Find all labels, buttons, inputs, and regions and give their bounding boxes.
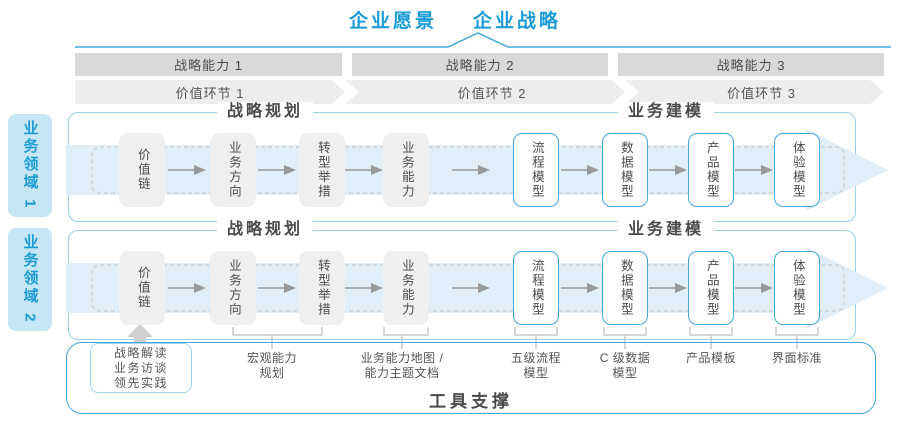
deliverable-line: 产品模板 bbox=[685, 351, 736, 365]
capability-bar-label: 战略能力 3 bbox=[716, 58, 786, 73]
process-box-label: 产品模型 bbox=[704, 259, 719, 317]
step-arrowhead-icon bbox=[478, 283, 490, 293]
process-box: 业务能力 bbox=[383, 133, 429, 207]
dashed-track bbox=[91, 146, 845, 194]
up-arrow-icon bbox=[127, 324, 153, 343]
step-arrowhead-icon bbox=[284, 165, 296, 175]
domain-label-text: 业务领域 2 bbox=[21, 234, 39, 325]
vision-pointer-line bbox=[75, 32, 891, 48]
deliverable-line: 业务能力地图 / bbox=[360, 351, 444, 365]
process-box: 体验模型 bbox=[774, 133, 820, 207]
process-box-label: 流程模型 bbox=[529, 259, 544, 317]
value-link-chevron: 价值环节 3 bbox=[639, 80, 884, 104]
process-box-label: 业务能力 bbox=[399, 259, 414, 317]
title-strategy: 企业战略 bbox=[473, 11, 562, 32]
process-box: 转型举措 bbox=[299, 251, 345, 325]
step-arrowhead-icon bbox=[587, 165, 599, 175]
domain-label-2: 业务领域 2 bbox=[8, 228, 52, 331]
title-row: 企业愿景 企业战略 bbox=[0, 6, 910, 33]
step-arrowhead-icon bbox=[194, 283, 206, 293]
source-line: 业务访谈 bbox=[113, 360, 168, 375]
step-arrowhead-icon bbox=[761, 165, 773, 175]
section-legend-business-modeling: 业务建模 bbox=[617, 102, 715, 122]
value-link-chevron: 价值环节 2 bbox=[359, 80, 625, 104]
domain-label-1: 业务领域 1 bbox=[8, 114, 52, 217]
value-link-band bbox=[625, 80, 884, 104]
deliverable-label: 界面标准 bbox=[727, 351, 867, 366]
title-vision: 企业愿景 bbox=[348, 11, 437, 32]
deliverable-line: 界面标准 bbox=[771, 351, 822, 365]
capability-bar: 战略能力 1 bbox=[75, 53, 342, 76]
step-arrowhead-icon bbox=[587, 283, 599, 293]
process-box: 产品模型 bbox=[688, 133, 734, 207]
deliverable-line: 五级流程 bbox=[510, 351, 561, 365]
capability-bar-label: 战略能力 2 bbox=[445, 58, 515, 73]
value-link-label: 价值环节 1 bbox=[175, 85, 245, 101]
process-box: 数据模型 bbox=[602, 133, 648, 207]
value-link-chevron: 价值环节 1 bbox=[75, 80, 345, 104]
tools-support-box: 工具支撑 bbox=[66, 342, 876, 414]
process-box: 价值链 bbox=[119, 133, 165, 207]
process-box-label: 转型举措 bbox=[315, 141, 330, 199]
step-arrowhead-icon bbox=[371, 165, 383, 175]
process-box-label: 业务方向 bbox=[226, 259, 241, 317]
process-box: 业务能力 bbox=[383, 251, 429, 325]
process-box-label: 价值链 bbox=[135, 148, 150, 192]
deliverable-label: 产品模板 bbox=[641, 351, 781, 366]
annotation-source-box: 战略解读 业务访谈 领先实践 bbox=[90, 343, 192, 393]
capability-bar: 战略能力 3 bbox=[618, 53, 884, 76]
step-arrowhead-icon bbox=[194, 165, 206, 175]
domain-label-text: 业务领域 1 bbox=[21, 120, 39, 211]
capability-bar-label: 战略能力 1 bbox=[174, 58, 243, 73]
process-box-label: 业务能力 bbox=[399, 141, 414, 199]
value-link-band bbox=[75, 80, 345, 104]
process-box: 数据模型 bbox=[602, 251, 648, 325]
section-legend-strategy-planning: 战略规划 bbox=[216, 102, 314, 122]
deliverable-line: 宏观能力 bbox=[246, 351, 297, 365]
step-arrowhead-icon bbox=[675, 283, 687, 293]
process-box-label: 转型举措 bbox=[315, 259, 330, 317]
process-box-label: 价值链 bbox=[135, 266, 150, 310]
process-box: 流程模型 bbox=[513, 251, 559, 325]
deliverable-line: 能力主题文档 bbox=[364, 366, 440, 380]
deliverable-label: 五级流程模型 bbox=[466, 351, 606, 381]
process-box: 业务方向 bbox=[210, 251, 256, 325]
capability-bar: 战略能力 2 bbox=[352, 53, 608, 76]
process-box-label: 体验模型 bbox=[790, 259, 805, 317]
process-box: 业务方向 bbox=[210, 133, 256, 207]
process-box: 转型举措 bbox=[299, 133, 345, 207]
process-box-label: 数据模型 bbox=[618, 259, 633, 317]
process-box-label: 产品模型 bbox=[704, 141, 719, 199]
step-arrowhead-icon bbox=[371, 283, 383, 293]
value-link-label: 价值环节 2 bbox=[457, 85, 527, 101]
process-box-label: 业务方向 bbox=[226, 141, 241, 199]
deliverable-line: C 级数据 bbox=[599, 351, 651, 365]
process-box: 价值链 bbox=[119, 251, 165, 325]
process-box-label: 流程模型 bbox=[529, 141, 544, 199]
deliverable-line: 模型 bbox=[523, 366, 549, 380]
value-link-label: 价值环节 3 bbox=[727, 85, 796, 101]
process-box: 体验模型 bbox=[774, 251, 820, 325]
process-box-label: 体验模型 bbox=[790, 141, 805, 199]
step-arrowhead-icon bbox=[675, 165, 687, 175]
dashed-track bbox=[91, 264, 845, 312]
section-legend-strategy-planning: 战略规划 bbox=[216, 220, 314, 240]
value-link-band bbox=[345, 80, 625, 104]
deliverable-label: 业务能力地图 /能力主题文档 bbox=[332, 351, 472, 381]
process-box: 流程模型 bbox=[513, 133, 559, 207]
source-line: 领先实践 bbox=[113, 375, 168, 390]
process-box-label: 数据模型 bbox=[618, 141, 633, 199]
deliverable-line: 模型 bbox=[612, 366, 638, 380]
deliverable-label: 宏观能力规划 bbox=[202, 351, 342, 381]
deliverable-label: C 级数据模型 bbox=[555, 351, 695, 381]
step-arrowhead-icon bbox=[284, 283, 296, 293]
step-arrowhead-icon bbox=[761, 283, 773, 293]
step-arrowhead-icon bbox=[478, 165, 490, 175]
process-box: 产品模型 bbox=[688, 251, 734, 325]
section-legend-business-modeling: 业务建模 bbox=[617, 220, 715, 240]
deliverable-line: 规划 bbox=[259, 366, 285, 380]
tools-support-label: 工具支撑 bbox=[429, 392, 513, 411]
source-line: 战略解读 bbox=[113, 345, 168, 360]
